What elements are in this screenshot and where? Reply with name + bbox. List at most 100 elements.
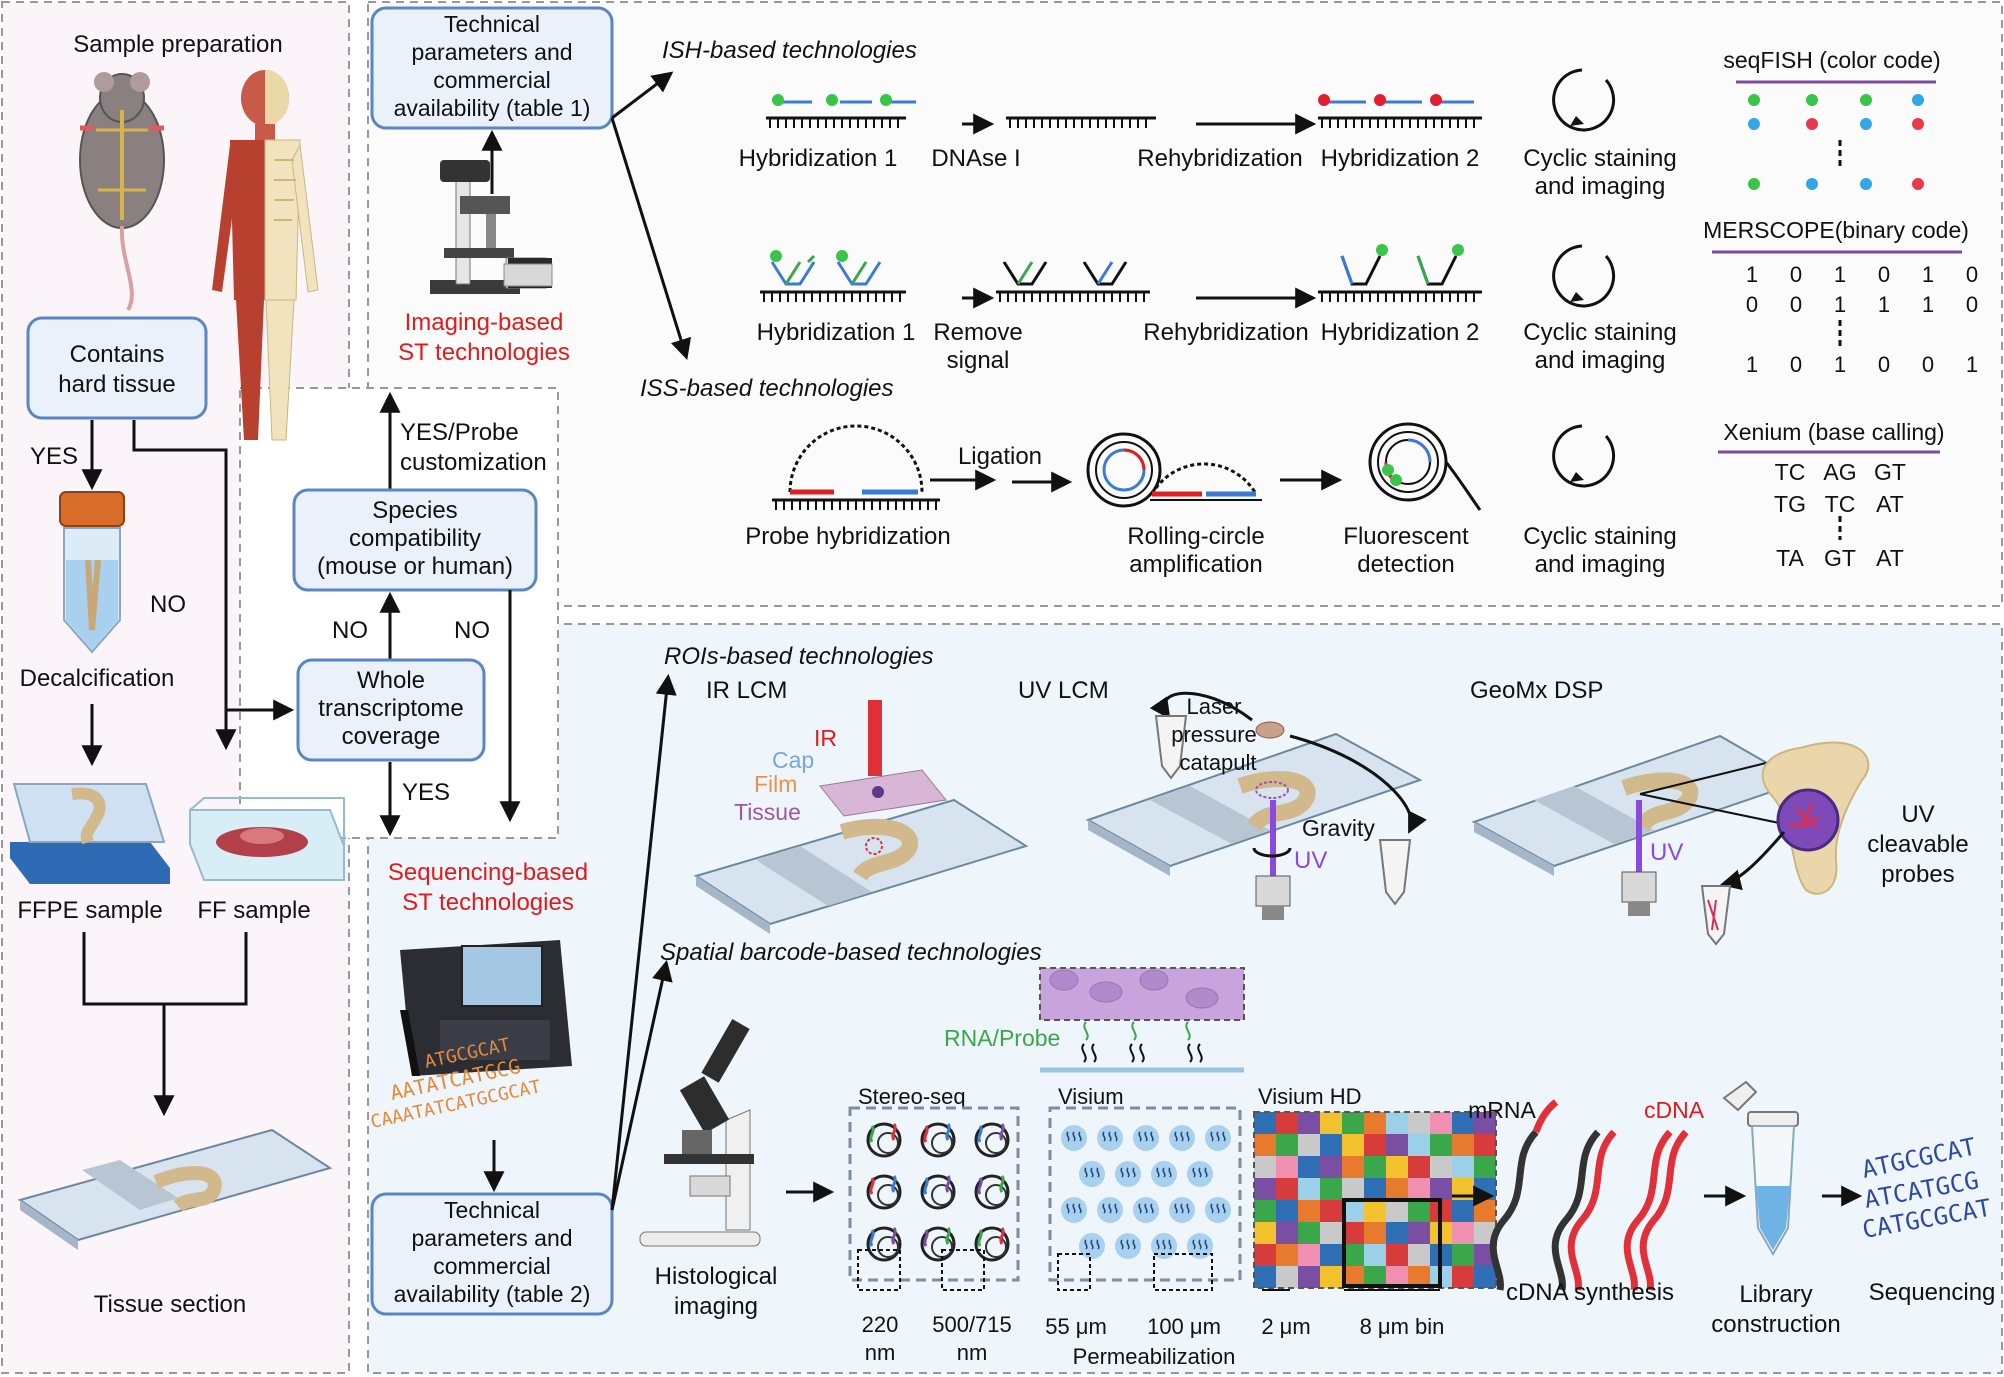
mrna-label: mRNA bbox=[1468, 1097, 1536, 1123]
imaging-based-l2: ST technologies bbox=[398, 339, 570, 366]
stereo-seq-spot bbox=[920, 1174, 956, 1210]
visium-hd-bin-cell bbox=[1386, 1200, 1408, 1222]
visium-hd-bin-cell bbox=[1276, 1244, 1298, 1266]
fluorescence-microscope-illustration bbox=[430, 160, 553, 294]
binary-digit: 0 bbox=[1790, 292, 1802, 317]
mouse-illustration bbox=[79, 72, 165, 312]
base-call: AT bbox=[1876, 491, 1904, 517]
visium-spot bbox=[1151, 1233, 1177, 1259]
visium-hd-bin-cell bbox=[1276, 1200, 1298, 1222]
tech-bottom-l3: commercial bbox=[433, 1253, 551, 1279]
base-call: AG bbox=[1823, 459, 1856, 485]
geomx-illustration bbox=[1471, 734, 1870, 946]
comb-hyb2-r2 bbox=[1318, 244, 1482, 302]
visium-hd-bin-cell bbox=[1342, 1134, 1364, 1156]
visium-hd-bin-cell bbox=[1276, 1156, 1298, 1178]
visium-hd-bin-cell bbox=[1408, 1200, 1430, 1222]
species-l1: Species bbox=[372, 497, 457, 524]
cdna-label: cDNA bbox=[1644, 1097, 1705, 1123]
visium-hd-bin-cell bbox=[1364, 1200, 1386, 1222]
tech-top-l2: parameters and bbox=[411, 39, 572, 65]
visium-hd-bin-cell bbox=[1408, 1156, 1430, 1178]
visium-hd-bin-cell bbox=[1452, 1134, 1474, 1156]
imaging-panel-content: ISH-based technologies ISS-based technol… bbox=[640, 37, 1978, 578]
tech-bottom-l2: parameters and bbox=[411, 1225, 572, 1251]
uv-probes-l2: cleavable bbox=[1867, 831, 1968, 858]
laser-l3: catapult bbox=[1179, 750, 1256, 775]
base-call: GT bbox=[1874, 459, 1906, 485]
tech-params-bottom-box bbox=[370, 1192, 614, 1316]
visium-hd-label: Visium HD bbox=[1258, 1084, 1362, 1109]
arrow-to-ish bbox=[611, 71, 674, 120]
binary-digit: 0 bbox=[1790, 352, 1802, 377]
ff-sample-label: FF sample bbox=[197, 897, 310, 924]
uv-lcm-illustration bbox=[1085, 691, 1427, 920]
decision-column: Technical parameters and commercial avai… bbox=[226, 6, 692, 1316]
sequencing-based-l2: ST technologies bbox=[402, 889, 574, 916]
r2-cyclic-l2: and imaging bbox=[1535, 347, 1666, 374]
yes-label-mid: YES bbox=[402, 779, 450, 806]
um2-label: 2 μm bbox=[1261, 1314, 1310, 1339]
visium-hd-bin-cell bbox=[1342, 1200, 1364, 1222]
cap-label: Cap bbox=[772, 747, 814, 773]
uv-lcm-label: UV LCM bbox=[1018, 677, 1109, 704]
visium-hd-bin-cell bbox=[1320, 1134, 1342, 1156]
tech-top-l3: commercial bbox=[433, 67, 551, 93]
tech-bottom-l4: availability (table 2) bbox=[394, 1281, 591, 1307]
visium-hd-bin-cell bbox=[1342, 1178, 1364, 1200]
whole-transcriptome-box bbox=[296, 658, 486, 762]
laser-l1: Laser bbox=[1186, 694, 1241, 719]
tech-top-l4: availability (table 1) bbox=[394, 95, 591, 121]
visium-hd-bin-cell bbox=[1298, 1178, 1320, 1200]
contains-hard-tissue-box bbox=[26, 316, 208, 420]
base-call: AT bbox=[1876, 545, 1904, 571]
binary-digit: 1 bbox=[1878, 292, 1890, 317]
tissue-section-label: Tissue section bbox=[94, 1291, 247, 1318]
visium-spot bbox=[1205, 1125, 1231, 1151]
r3-cyclic-l2: and imaging bbox=[1535, 551, 1666, 578]
visium-spot bbox=[1061, 1197, 1087, 1223]
fluorescent-detection-illustration bbox=[1368, 422, 1482, 511]
r2-cyclic-l1: Cyclic staining bbox=[1523, 319, 1676, 346]
library-l2: construction bbox=[1711, 1311, 1840, 1338]
binary-digit: 0 bbox=[1966, 292, 1978, 317]
wt-l1: Whole bbox=[357, 667, 425, 694]
ffpe-sample-label: FFPE sample bbox=[17, 897, 162, 924]
yes-probe-l2: customization bbox=[400, 449, 547, 476]
visium-hd-bin-cell bbox=[1320, 1178, 1342, 1200]
visium-hd-bin-cell bbox=[1320, 1156, 1342, 1178]
visium-hd-bin-cell bbox=[1298, 1112, 1320, 1134]
yes-probe-l1: YES/Probe bbox=[400, 419, 519, 446]
visium-hd-bin-cell bbox=[1452, 1156, 1474, 1178]
visium-spot bbox=[1079, 1233, 1105, 1259]
iss-title: ISS-based technologies bbox=[640, 375, 894, 402]
visium-spot bbox=[1097, 1125, 1123, 1151]
cdna-synthesis-label: cDNA synthesis bbox=[1506, 1279, 1674, 1306]
human-anatomy-illustration bbox=[212, 70, 319, 441]
gravity-label: Gravity bbox=[1302, 815, 1375, 841]
visium-hd-bin-cell bbox=[1364, 1244, 1386, 1266]
visium-hd-frame bbox=[1253, 1111, 1497, 1289]
stereo-seq-spot bbox=[920, 1122, 956, 1158]
visium-spot bbox=[1115, 1233, 1141, 1259]
binary-digit: 1 bbox=[1746, 262, 1758, 287]
uv-label-geomx: UV bbox=[1650, 839, 1683, 866]
visium-spot bbox=[1133, 1125, 1159, 1151]
contains-hard-tissue-line2: hard tissue bbox=[58, 371, 175, 398]
roi-title: ROIs-based technologies bbox=[664, 643, 933, 670]
visium-hd-bin-cell bbox=[1408, 1134, 1430, 1156]
rna-probe-label: RNA/Probe bbox=[944, 1025, 1060, 1051]
r3-cyclic-l1: Cyclic staining bbox=[1523, 523, 1676, 550]
visium-hd-bin-cell bbox=[1342, 1266, 1364, 1288]
r3-probe-hyb-label: Probe hybridization bbox=[745, 523, 950, 550]
visium-spots bbox=[1061, 1125, 1231, 1259]
visium-spot bbox=[1205, 1197, 1231, 1223]
histological-l2: imaging bbox=[674, 1293, 758, 1320]
visium-hd-bin-cell bbox=[1298, 1244, 1320, 1266]
panel-decision bbox=[239, 387, 559, 839]
stereo-seq-spot bbox=[866, 1174, 902, 1210]
tissue-section-slide bbox=[17, 1128, 333, 1250]
no-label-left: NO bbox=[150, 591, 186, 618]
r3-ligation-label: Ligation bbox=[958, 443, 1042, 470]
